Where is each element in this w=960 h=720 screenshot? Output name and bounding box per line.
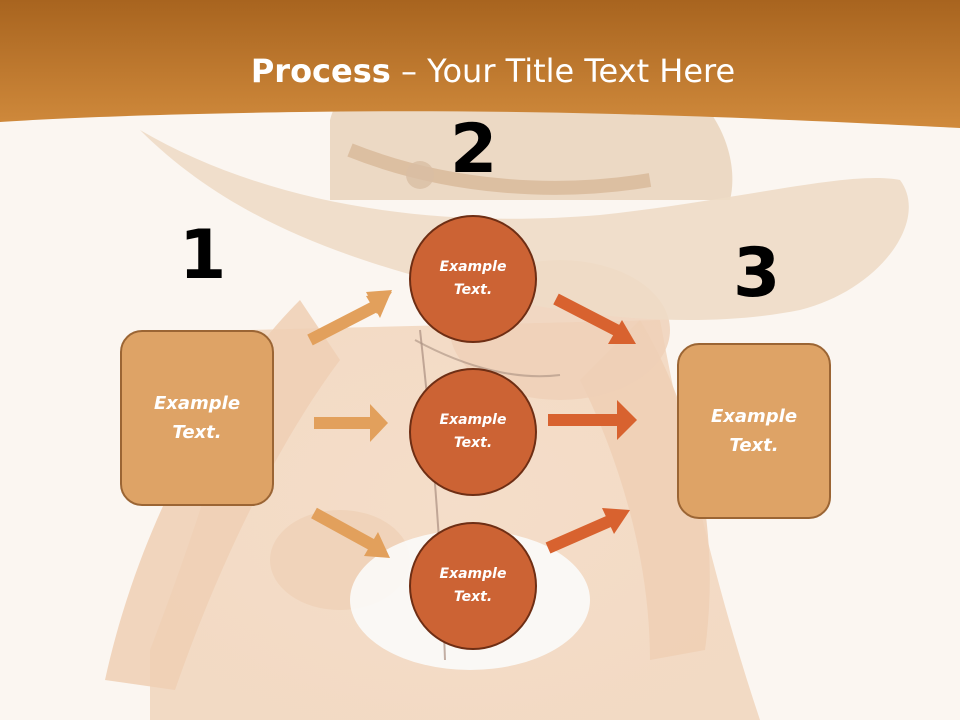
circle-middle[interactable]: Example Text. (409, 368, 537, 496)
circle-bottom[interactable]: Example Text. (409, 522, 537, 650)
step-number-3: 3 (733, 234, 781, 313)
circle-top-label: Example Text. (439, 259, 507, 298)
step-number-2: 2 (450, 110, 498, 189)
circle-middle-label: Example Text. (439, 412, 507, 451)
box-step-1-label: Example Text. (153, 393, 241, 443)
circle-bottom-label: Example Text. (439, 566, 507, 605)
step-number-1: 1 (179, 216, 227, 295)
box-step-1[interactable]: Example Text. (120, 330, 274, 506)
circle-top[interactable]: Example Text. (409, 215, 537, 343)
box-step-3-label: Example Text. (710, 406, 798, 456)
box-step-3[interactable]: Example Text. (677, 343, 831, 519)
header-band (0, 0, 960, 128)
title-rest: – Your Title Text Here (390, 52, 736, 90)
title-bold: Process (250, 52, 391, 90)
slide-title: Process – Your Title Text Here (0, 52, 960, 90)
